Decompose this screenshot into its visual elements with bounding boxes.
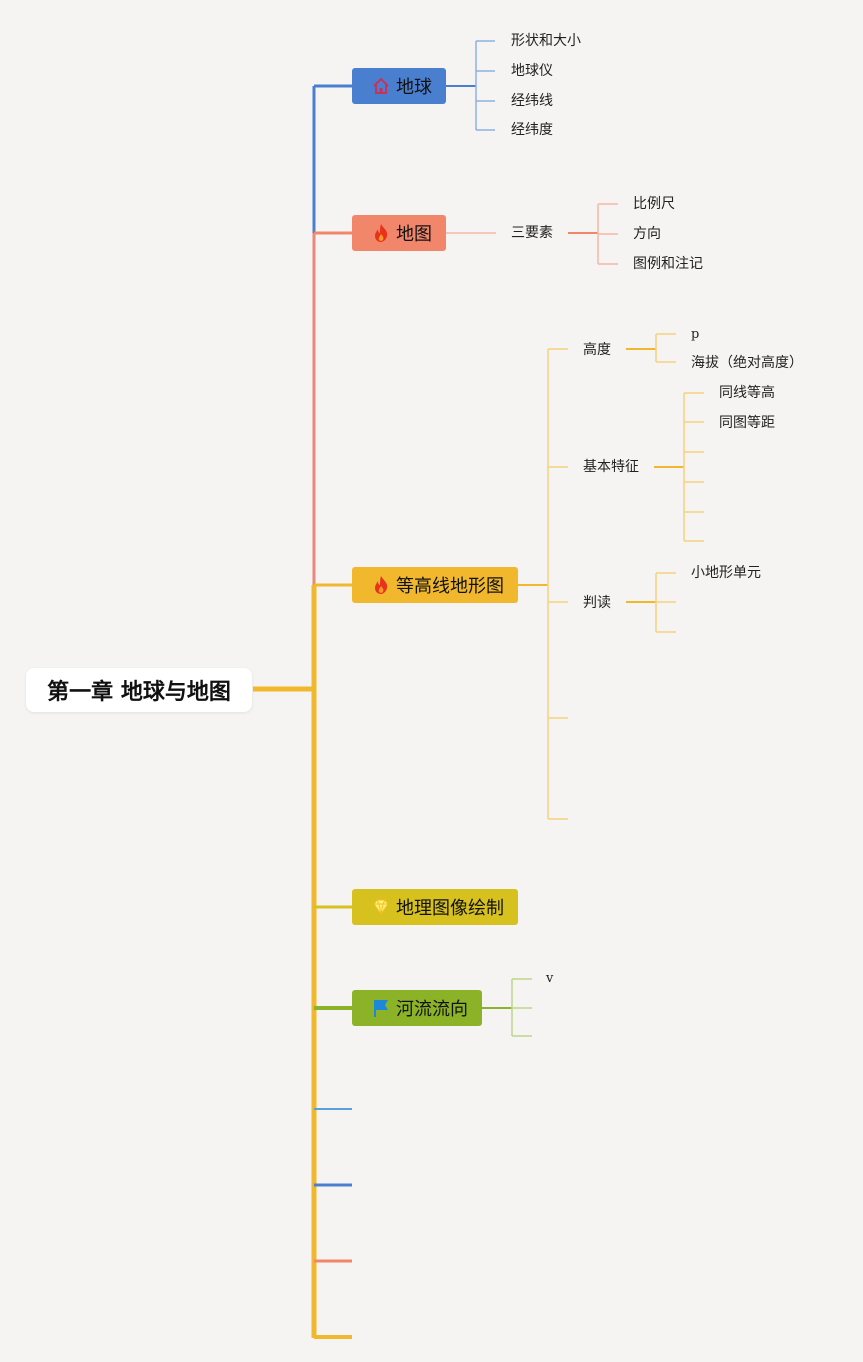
fire-icon (370, 574, 392, 596)
topic-label: 地理图像绘制 (396, 898, 504, 919)
subtopic-basic-features[interactable]: 基本特征 (583, 459, 639, 475)
topic-map[interactable]: 地图 (352, 215, 446, 251)
topic-label: 河流流向 (396, 999, 468, 1020)
leaf-same-line-same-height[interactable]: 同线等高 (719, 385, 775, 401)
leaf-legend-notes[interactable]: 图例和注记 (633, 256, 703, 272)
subtopic-globe[interactable]: 地球仪 (511, 63, 553, 79)
subtopic-interpretation[interactable]: 判读 (583, 595, 611, 611)
leaf-v[interactable]: v (546, 971, 554, 986)
leaf-scale[interactable]: 比例尺 (633, 196, 675, 212)
subtopic-latlong[interactable]: 经纬度 (511, 122, 553, 138)
topic-label: 地球 (396, 77, 432, 98)
diamond-icon (370, 896, 392, 918)
topic-label: 地图 (396, 224, 432, 245)
topic-geo-drawing[interactable]: 地理图像绘制 (352, 889, 518, 925)
leaf-small-landform-unit[interactable]: 小地形单元 (691, 565, 761, 581)
topic-label: 等高线地形图 (396, 576, 504, 597)
root-label: 第一章 地球与地图 (47, 680, 231, 705)
flag-icon (370, 997, 392, 1019)
subtopic-three-elements[interactable]: 三要素 (511, 225, 553, 241)
subtopic-height[interactable]: 高度 (583, 342, 611, 358)
leaf-direction[interactable]: 方向 (633, 226, 661, 242)
topic-river-flow[interactable]: 河流流向 (352, 990, 482, 1026)
leaf-altitude[interactable]: 海拔（绝对高度） (691, 355, 803, 371)
subtopic-graticule[interactable]: 经纬线 (511, 93, 553, 109)
topic-earth[interactable]: 地球 (352, 68, 446, 104)
fire-icon (370, 222, 392, 244)
topic-contour-map[interactable]: 等高线地形图 (352, 567, 518, 603)
leaf-same-map-same-interval[interactable]: 同图等距 (719, 415, 775, 431)
root-topic[interactable]: 第一章 地球与地图 (26, 668, 252, 712)
subtopic-shape-size[interactable]: 形状和大小 (511, 33, 581, 49)
leaf-p[interactable]: p (691, 327, 700, 342)
house-icon (370, 75, 392, 97)
